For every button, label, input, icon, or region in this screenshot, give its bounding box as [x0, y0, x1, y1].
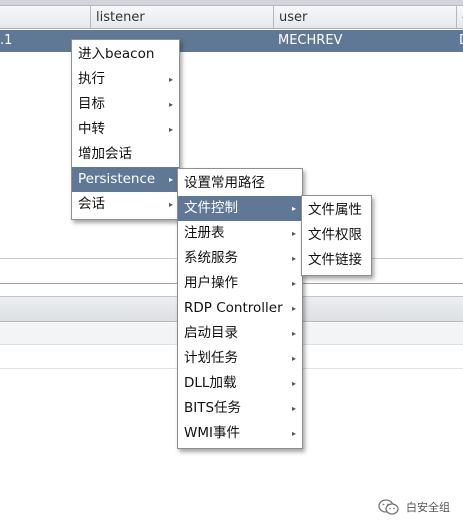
persistence-menu-item-label: 注册表: [184, 225, 225, 241]
watermark: 白安全组: [378, 497, 450, 517]
menu-item[interactable]: Persistence ▸: [72, 167, 179, 192]
menu-item-label: 会话: [78, 196, 105, 212]
menu-item-label: 目标: [78, 96, 105, 112]
persistence-menu-item[interactable]: WMI事件 ▸: [178, 421, 302, 446]
cell-extra: D: [459, 30, 463, 52]
table-header: listener user c: [0, 6, 463, 29]
persistence-menu-item[interactable]: BITS任务 ▸: [178, 396, 302, 421]
chevron-right-icon: ▸: [291, 279, 296, 288]
cell-address: .1: [0, 33, 13, 48]
table-row[interactable]: .1 MECHREV D: [0, 30, 463, 52]
persistence-menu-item-label: WMI事件: [184, 425, 240, 441]
chevron-right-icon: ▸: [291, 429, 296, 438]
cell-user: MECHREV: [278, 33, 343, 48]
chevron-right-icon: ▸: [291, 354, 296, 363]
file-control-menu-item[interactable]: 文件属性: [302, 198, 371, 223]
chevron-right-icon: ▸: [168, 200, 173, 209]
persistence-menu-item[interactable]: 用户操作 ▸: [178, 271, 302, 296]
context-menu: 进入beacon 执行 ▸ 目标 ▸ 中转 ▸ 增加会话 Persistence ▸ 会话 ▸: [71, 39, 180, 220]
persistence-menu-item[interactable]: RDP Controller ▸: [178, 296, 302, 321]
persistence-menu-item[interactable]: 注册表 ▸: [178, 221, 302, 246]
file-control-menu-item-label: 文件权限: [308, 227, 362, 243]
persistence-menu-item[interactable]: 计划任务 ▸: [178, 346, 302, 371]
column-header-c[interactable]: c: [456, 6, 463, 29]
persistence-menu-item-label: 计划任务: [184, 350, 238, 366]
persistence-submenu: 设置常用路径文件控制 ▸ 注册表 ▸ 系统服务 ▸ 用户操作 ▸ RDP Controller ▸…: [177, 168, 303, 449]
persistence-menu-item-label: 设置常用路径: [184, 175, 265, 191]
persistence-menu-item-label: RDP Controller: [184, 300, 283, 316]
column-header-listener[interactable]: listener: [90, 6, 274, 29]
persistence-menu-item[interactable]: 文件控制 ▸: [178, 196, 302, 221]
persistence-menu-item[interactable]: 启动目录 ▸: [178, 321, 302, 346]
menu-item[interactable]: 目标 ▸: [72, 92, 179, 117]
menu-item[interactable]: 增加会话: [72, 142, 179, 167]
chevron-right-icon: ▸: [168, 175, 173, 184]
menu-item[interactable]: 进入beacon: [72, 42, 179, 67]
chevron-right-icon: ▸: [291, 229, 296, 238]
chevron-right-icon: ▸: [168, 100, 173, 109]
menu-item-label: 增加会话: [78, 146, 132, 162]
column-header-user[interactable]: user: [273, 6, 457, 29]
chevron-right-icon: ▸: [291, 329, 296, 338]
persistence-menu-item-label: 文件控制: [184, 200, 238, 216]
persistence-menu-item-label: 启动目录: [184, 325, 238, 341]
persistence-menu-item[interactable]: 系统服务 ▸: [178, 246, 302, 271]
chevron-right-icon: ▸: [168, 125, 173, 134]
menu-item-label: 进入beacon: [78, 46, 155, 62]
persistence-menu-item-label: BITS任务: [184, 400, 242, 416]
menu-item[interactable]: 会话 ▸: [72, 192, 179, 217]
file-control-menu-item-label: 文件链接: [308, 252, 362, 268]
menu-item-label: 执行: [78, 71, 105, 87]
chevron-right-icon: ▸: [291, 304, 296, 313]
chevron-right-icon: ▸: [291, 254, 296, 263]
file-control-menu-item[interactable]: 文件链接: [302, 248, 371, 273]
menu-item-label: Persistence: [78, 171, 156, 187]
persistence-menu-item[interactable]: 设置常用路径: [178, 171, 302, 196]
chevron-right-icon: ▸: [291, 404, 296, 413]
watermark-text: 白安全组: [406, 501, 450, 514]
chevron-right-icon: ▸: [291, 379, 296, 388]
menu-item[interactable]: 执行 ▸: [72, 67, 179, 92]
top-strip: [0, 0, 463, 6]
menu-item[interactable]: 中转 ▸: [72, 117, 179, 142]
wechat-icon: [378, 499, 399, 515]
chevron-right-icon: ▸: [291, 204, 296, 213]
file-control-menu-item[interactable]: 文件权限: [302, 223, 371, 248]
menu-item-label: 中转: [78, 121, 105, 137]
persistence-menu-item[interactable]: DLL加载 ▸: [178, 371, 302, 396]
chevron-right-icon: ▸: [168, 75, 173, 84]
persistence-menu-item-label: 用户操作: [184, 275, 238, 291]
file-control-menu-item-label: 文件属性: [308, 202, 362, 218]
file-control-submenu: 文件属性文件权限文件链接: [301, 195, 372, 276]
persistence-menu-item-label: 系统服务: [184, 250, 238, 266]
persistence-menu-item-label: DLL加载: [184, 375, 237, 391]
